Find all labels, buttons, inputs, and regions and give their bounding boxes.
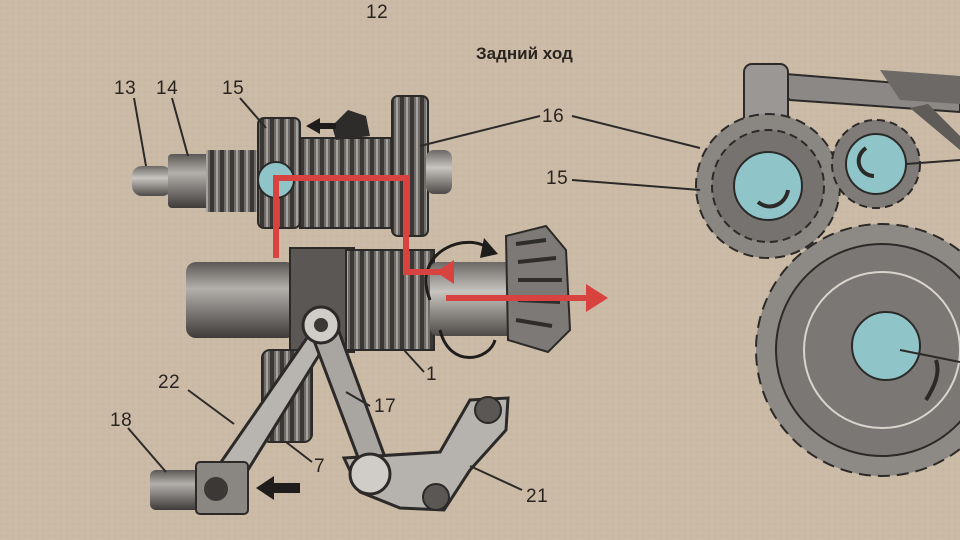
- schematic-large-gear-hub: [851, 311, 921, 381]
- gear-16-large: [391, 95, 429, 237]
- lever-pivot-center: [314, 318, 328, 332]
- upper-shaft-splines: [206, 150, 266, 212]
- label-13: 13: [114, 78, 137, 99]
- schematic-large-gear-direction-icon: [924, 359, 940, 402]
- bevel-pinion: [504, 224, 572, 354]
- label-7: 7: [314, 456, 326, 477]
- lever-21-bolt-bottom: [422, 483, 450, 511]
- shift-rod-diagonal: [910, 104, 960, 150]
- diagram-title: Задний ход: [476, 44, 573, 63]
- upper-shaft-collar: [168, 154, 212, 208]
- leader-1: [403, 349, 425, 373]
- gear-1-splines: [345, 249, 435, 351]
- rotation-arrow: [424, 240, 492, 301]
- leader-16: [419, 115, 541, 147]
- main-shaft: [186, 262, 296, 338]
- leader-right: [905, 159, 960, 165]
- push-direction-arrow: [256, 476, 300, 500]
- leader-21: [469, 465, 523, 491]
- label-21: 21: [526, 486, 549, 507]
- schematic-small-gear-hub: [845, 133, 907, 195]
- rod-18-bolt: [204, 477, 228, 501]
- rotation-arrow-lower: [438, 329, 497, 359]
- lever-21-pivot: [348, 452, 392, 496]
- leader-17: [345, 391, 371, 407]
- gear-assembly: [132, 95, 608, 515]
- bevel-pinion-teeth: [515, 238, 562, 328]
- leader-16-right: [571, 115, 701, 149]
- label-18: 18: [110, 410, 133, 431]
- leader-15a: [239, 97, 267, 129]
- rotation-arrow-head: [480, 238, 498, 258]
- label-15-right: 15: [546, 168, 569, 189]
- label-17: 17: [374, 396, 397, 417]
- lever-21-bolt-top: [474, 396, 502, 424]
- leader-15b: [571, 179, 701, 191]
- upper-shaft-tip: [132, 166, 172, 196]
- leader-22: [187, 389, 235, 425]
- label-16: 16: [542, 106, 565, 127]
- upper-shaft-end: [426, 150, 452, 194]
- shift-fork-top: [332, 110, 370, 140]
- shift-rod-right: [880, 70, 960, 104]
- leader-7: [285, 441, 313, 463]
- power-flow-arrow-out: [586, 284, 608, 312]
- schematic-large-gear-ring: [803, 271, 960, 429]
- leader-18: [127, 427, 167, 473]
- leader-14: [171, 97, 189, 157]
- power-flow-path: [273, 175, 448, 275]
- schematic-gear-15-direction-icon: [756, 189, 790, 209]
- leader-lines: [127, 97, 701, 491]
- label-15-upper: 15: [222, 78, 245, 99]
- leader-hub: [899, 349, 960, 363]
- label-14: 14: [156, 78, 179, 99]
- label-22: 22: [158, 372, 181, 393]
- power-flow-arrow-back: [436, 260, 454, 284]
- shift-direction-arrow-top: [306, 118, 336, 134]
- schematic-small-gear-direction-icon: [856, 146, 875, 178]
- leader-13: [133, 97, 147, 167]
- gear-schematic: [695, 63, 960, 477]
- page-number: 12: [366, 2, 389, 23]
- label-1: 1: [426, 364, 438, 385]
- schematic-gear-15-hub: [733, 151, 803, 221]
